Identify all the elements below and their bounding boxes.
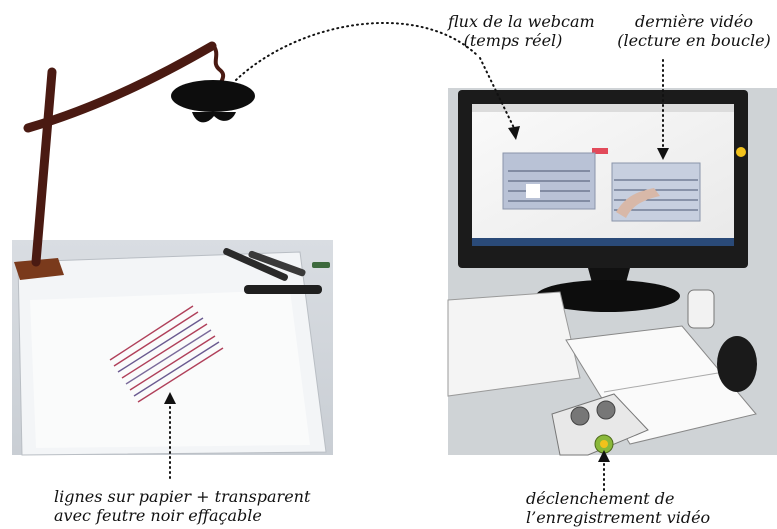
keyboard [447,291,581,397]
webcam-link-dotted [235,22,479,81]
transparent-sheet [30,290,310,448]
label-trigger-line1: déclenchement de [526,489,675,508]
label-paper-lines-line2: avec feutre noir effaçable [54,506,262,525]
erasable-marker [244,285,322,294]
markers [223,247,330,294]
mouse [717,336,757,392]
right-photo [447,88,777,456]
label-paper-lines-line1: lignes sur papier + transparent [54,487,311,506]
lamp-arm [23,41,226,267]
taskbar [472,238,734,246]
annotation-arrows [169,57,664,491]
label-trigger-line2: l’enregistrement vidéo [526,508,711,527]
label-webcam-feed-line1: flux de la webcam [448,12,595,31]
lamp-base [14,258,64,280]
label-trigger: déclenchement de l’enregistrement vidéo [526,489,711,527]
webcam [171,80,255,123]
label-webcam-feed-line2: (temps réel) [463,31,563,50]
monitor-stand [536,280,680,312]
label-last-video: dernière vidéo (lecture en boucle) [614,12,774,50]
left-photo [12,240,333,456]
paper-lines [109,305,224,403]
label-last-video-line1: dernière vidéo [635,12,753,31]
label-webcam-feed: flux de la webcam (temps réel) [448,12,595,50]
label-last-video-line2: (lecture en boucle) [617,31,771,50]
arrow-webcam-feed [479,57,515,129]
screen-tab-active [592,148,608,154]
arrowheads [164,126,669,462]
cup [687,289,715,329]
label-paper-lines: lignes sur papier + transparent avec feu… [54,487,311,525]
